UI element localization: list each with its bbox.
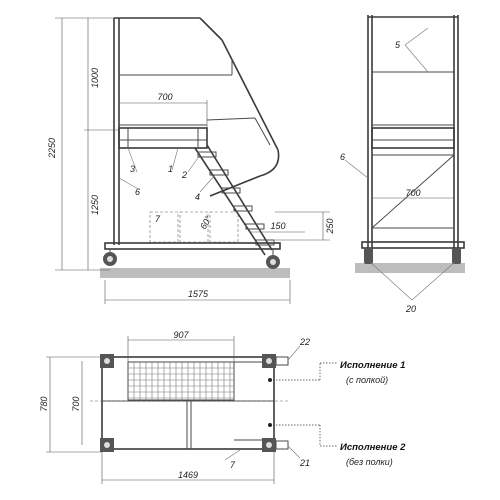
stair-stringer: [194, 147, 266, 256]
wheel-22: [275, 356, 289, 366]
front-view: 700 5 6 20: [340, 15, 465, 314]
wheel-21: [275, 440, 289, 450]
variant-1-title: Исполнение 1: [340, 360, 405, 371]
callout-7-plan: 7: [230, 460, 236, 470]
plan-frame: [101, 356, 275, 450]
callout-4: 4: [195, 192, 200, 202]
callout-1: 1: [168, 164, 173, 174]
mesh-grid: [128, 362, 234, 400]
variant-2-subtitle: (без полки): [346, 457, 393, 467]
callout-5: 5: [395, 40, 401, 50]
callout-20: 20: [405, 304, 416, 314]
dim-2250: 2250: [47, 138, 57, 159]
dim-700-front: 700: [405, 188, 420, 198]
callout-6-front: 6: [340, 152, 345, 162]
variant-labels: Исполнение 1 (с полкой) Исполнение 2 (бе…: [340, 360, 406, 467]
callout-3: 3: [130, 164, 135, 174]
dim-1575: 1575: [188, 289, 209, 299]
dim-1250: 1250: [90, 195, 100, 215]
side-view: 1000 2250 1250 700 250 150 60° 1575 3 1 …: [47, 17, 335, 304]
platform: [118, 127, 208, 149]
base-frame: [104, 242, 281, 250]
callout-6-side: 6: [135, 187, 140, 197]
callout-21: 21: [299, 458, 310, 468]
handrail: [221, 39, 279, 151]
dim-907: 907: [173, 330, 189, 340]
ground-side: [100, 268, 290, 278]
dim-700-side: 700: [157, 92, 172, 102]
front-platform: [371, 127, 455, 149]
dim-150: 150: [270, 221, 285, 231]
dim-60-angle: 60°: [198, 214, 214, 231]
callout-7-side: 7: [155, 214, 161, 224]
front-wheel-right: [452, 248, 461, 264]
plan-view: 907 780 700 1469 7 22 21: [39, 330, 338, 484]
dim-1000: 1000: [90, 68, 100, 88]
diagonal-brace: [371, 154, 455, 229]
variant-2-title: Исполнение 2: [340, 442, 406, 453]
variant-1-subtitle: (с полкой): [346, 375, 388, 385]
callout-22: 22: [299, 337, 310, 347]
callout-2: 2: [181, 170, 187, 180]
dim-1469: 1469: [178, 470, 198, 480]
stair-steps: [197, 151, 275, 246]
ground-front: [355, 263, 465, 273]
dim-250: 250: [325, 218, 335, 234]
shelf-outline: [149, 211, 179, 243]
dim-780: 780: [39, 396, 49, 411]
mesh-platform: [127, 361, 235, 401]
dim-700-plan: 700: [71, 396, 81, 411]
front-wheel-left: [364, 248, 373, 264]
front-base: [361, 241, 465, 249]
